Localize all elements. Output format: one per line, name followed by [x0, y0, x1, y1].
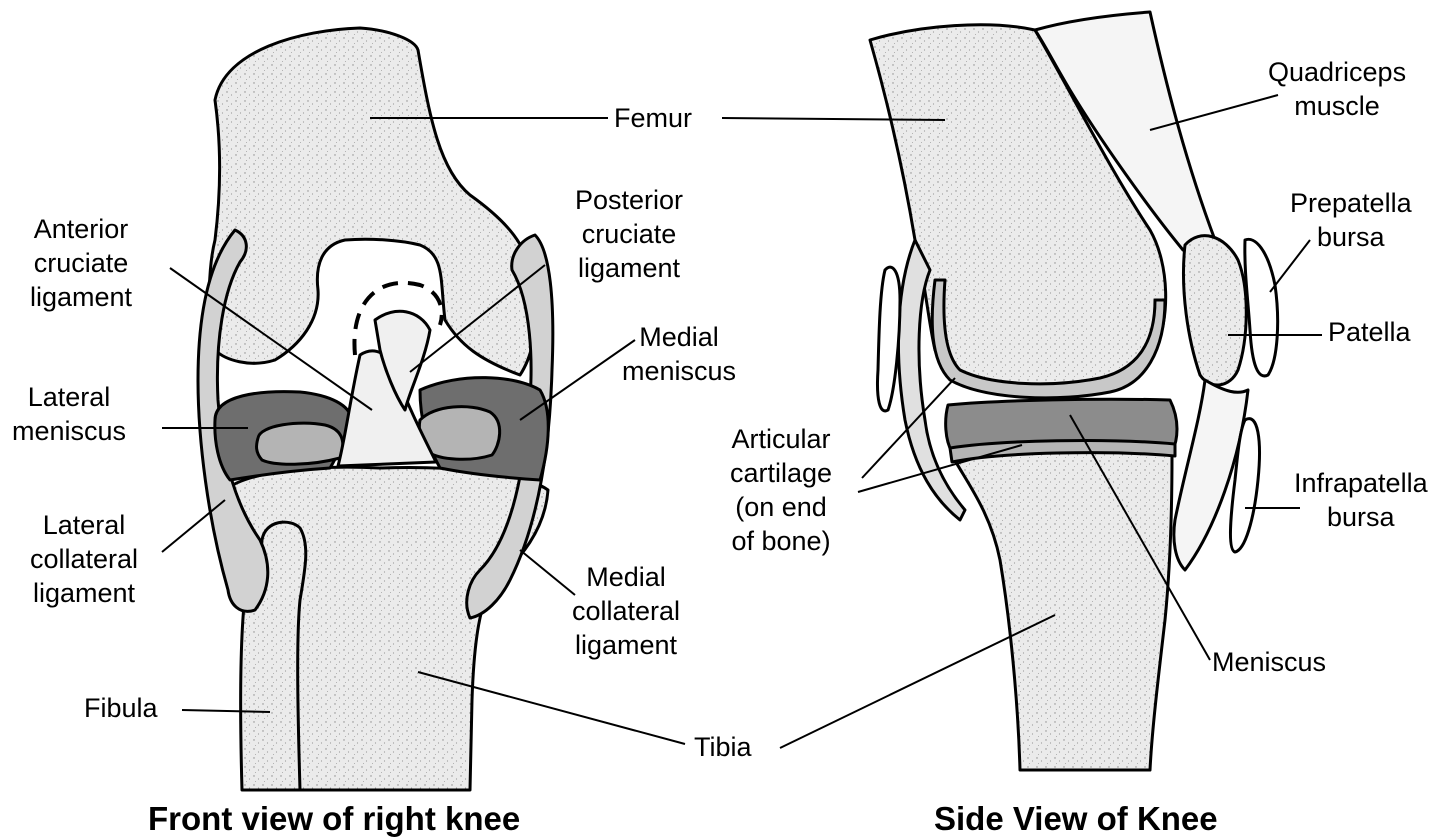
label-anterior-cruciate-ligament: Anterior cruciate ligament — [30, 212, 132, 314]
label-posterior-cruciate-ligament: Posterior cruciate ligament — [575, 183, 683, 285]
side-prepatella-bursa — [1245, 239, 1278, 376]
label-lateral-meniscus: Lateral meniscus — [12, 380, 126, 448]
front-view — [198, 28, 553, 790]
front-lateral-meniscus-inner — [257, 423, 343, 464]
side-posterior-bursa — [877, 267, 900, 411]
label-medial-meniscus: Medial meniscus — [622, 320, 736, 388]
side-tibia — [952, 450, 1172, 770]
label-fibula: Fibula — [84, 691, 158, 725]
side-patella — [1183, 236, 1246, 385]
label-quadriceps-muscle: Quadriceps muscle — [1268, 55, 1406, 123]
label-lateral-collateral-ligament: Lateral collateral ligament — [30, 508, 138, 610]
label-prepatella-bursa: Prepatella bursa — [1290, 186, 1412, 254]
caption-side-view: Side View of Knee — [934, 800, 1218, 838]
label-tibia: Tibia — [694, 730, 752, 764]
caption-front-view: Front view of right knee — [148, 800, 520, 838]
label-infrapatella-bursa: Infrapatella bursa — [1294, 466, 1428, 534]
label-meniscus: Meniscus — [1212, 645, 1326, 679]
label-femur: Femur — [614, 101, 692, 135]
label-medial-collateral-ligament: Medial collateral ligament — [572, 560, 680, 662]
label-articular-cartilage: Articular cartilage (on end of bone) — [730, 422, 832, 558]
label-patella: Patella — [1328, 315, 1411, 349]
leader-medial-collateral — [520, 550, 575, 595]
front-femur — [209, 28, 536, 375]
